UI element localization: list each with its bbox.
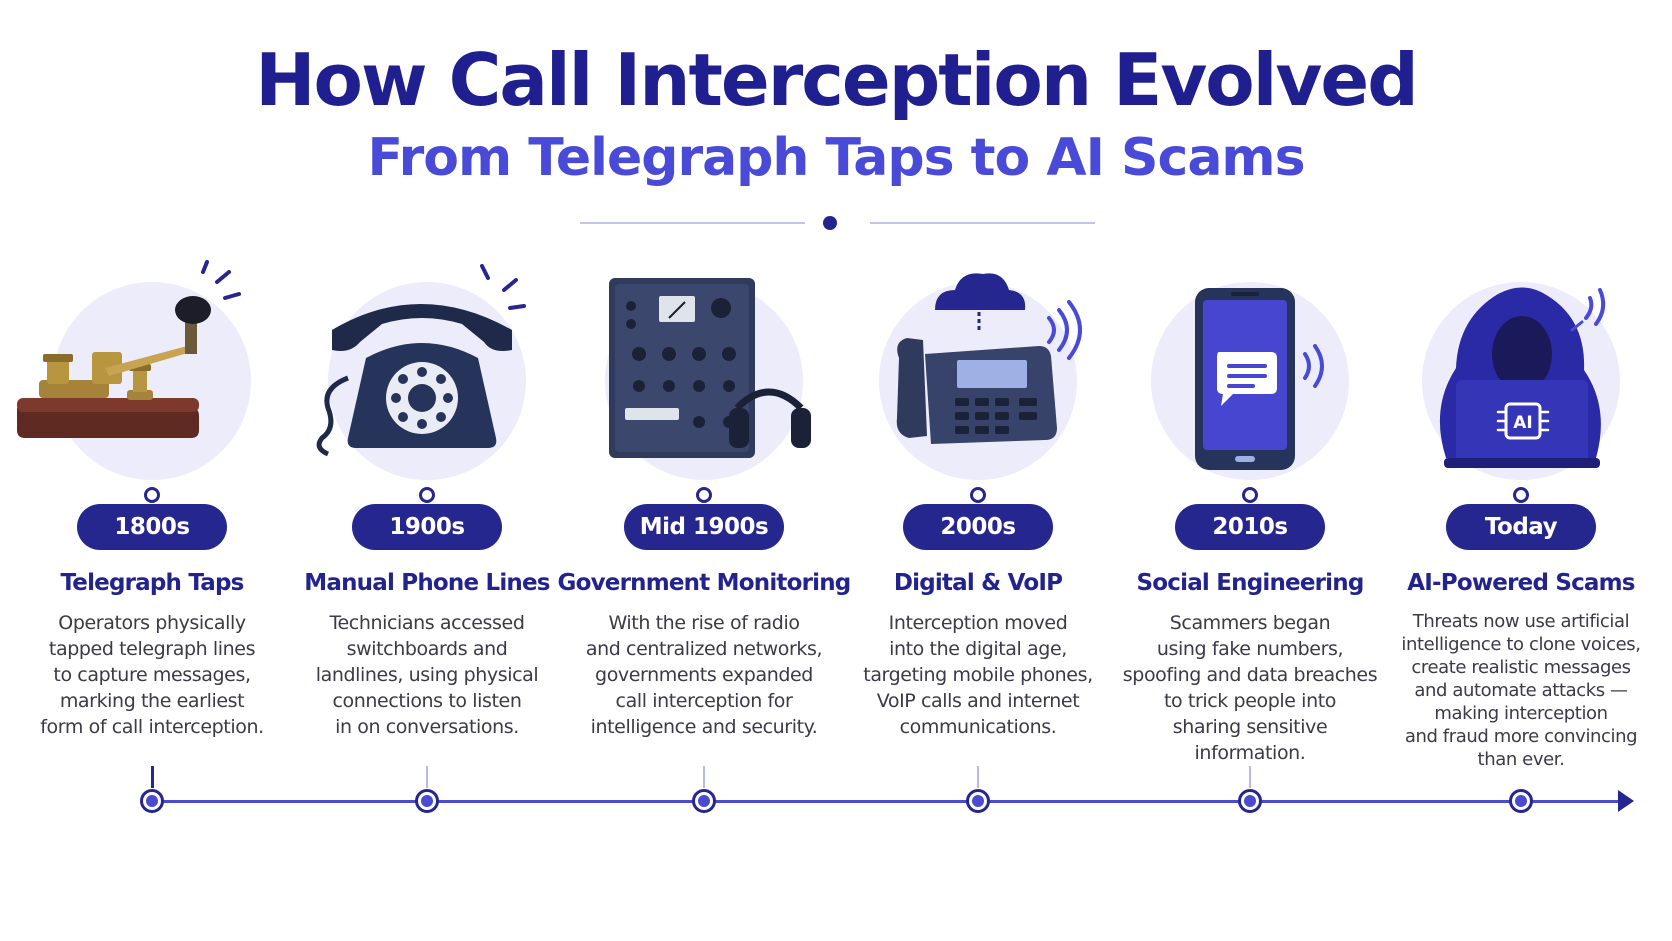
timeline-dot [1509,789,1533,813]
milestone-2000s: 2000s Digital & VoIP Interception moved … [843,258,1113,738]
era-badge: Today [1446,504,1596,550]
era-badge: Mid 1900s [624,504,784,550]
milestone-1800s: 1800s Telegraph Taps Operators physicall… [17,258,287,738]
milestone-title: Manual Phone Lines [304,570,550,596]
ai-chip-label: AI [1513,413,1532,433]
timeline-tick [977,766,979,788]
timeline-dot [1238,789,1262,813]
smartphone-message-icon [1195,288,1324,470]
era-badge: 2010s [1175,504,1325,550]
milestone-title: Telegraph Taps [60,570,244,596]
milestone-2010s: 2010s Social Engineering Scammers began … [1115,258,1385,764]
milestone-description: Threats now use artificial intelligence … [1401,611,1641,770]
divider-dot [823,216,837,230]
page-subtitle: From Telegraph Taps to AI Scams [367,128,1305,188]
hooded-hacker-ai-icon: AI [1439,287,1606,468]
milestone-description: Interception moved into the digital age,… [863,612,1093,738]
timeline-tick [151,766,154,788]
era-badge: 2000s [903,504,1053,550]
divider-right [870,222,1095,224]
timeline-tick [703,766,705,788]
milestone-1900s: 1900s Manual Phone Lines Technicians acc… [292,258,562,738]
milestone-description: With the rise of radio and centralized n… [585,612,823,738]
timeline-dot [692,789,716,813]
timeline-dot [140,789,164,813]
voip-phone-icon [896,273,1082,444]
node-ring [970,487,986,503]
rotary-phone-icon [316,264,526,457]
era-badge: 1800s [77,504,227,550]
milestone-today: AI Today AI-Powered Scams Threats now us… [1386,258,1656,770]
node-ring [419,487,435,503]
milestone-mid-1900s: Mid 1900s Government Monitoring With the… [558,258,851,738]
milestone-title: AI-Powered Scams [1407,570,1635,596]
milestone-description: Operators physically tapped telegraph li… [40,612,264,738]
milestone-description: Scammers began using fake numbers, spoof… [1122,612,1378,764]
divider-left [580,222,805,224]
timeline-dot [415,789,439,813]
timeline-axis [150,800,1620,803]
timeline-dot [966,789,990,813]
node-ring [144,487,160,503]
era-badge: 1900s [352,504,502,550]
telegraph-key-icon [17,260,241,438]
milestone-title: Government Monitoring [557,570,852,596]
milestone-title: Social Engineering [1136,570,1365,596]
milestone-title: Digital & VoIP [893,570,1063,596]
timeline-arrow-icon [1618,790,1634,812]
timeline-tick [1249,766,1251,788]
timeline-tick [426,766,428,788]
milestone-description: Technicians accessed switchboards and la… [315,612,539,738]
node-ring [1513,487,1529,503]
page-title: How Call Interception Evolved [255,38,1418,122]
radio-monitoring-icon [609,278,811,458]
node-ring [1242,487,1258,503]
node-ring [696,487,712,503]
